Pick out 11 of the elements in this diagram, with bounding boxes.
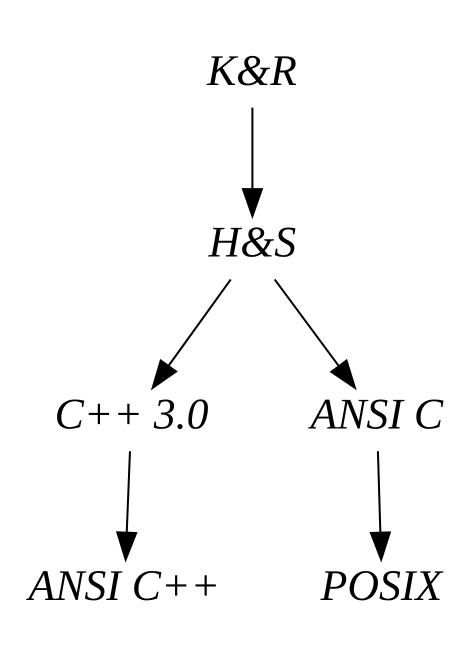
- node-text: C++ 3.0: [54, 390, 208, 438]
- arrow: [150, 278, 232, 390]
- arrow: [274, 278, 357, 390]
- arrow: [242, 108, 264, 220]
- node-text: H&S: [208, 218, 296, 267]
- node-text: K&R: [206, 46, 297, 95]
- arrow: [116, 451, 138, 563]
- node-text: ANSI C++: [28, 562, 220, 610]
- arrow: [369, 451, 392, 563]
- node-text: ANSI C: [310, 390, 444, 438]
- node-text: POSIX: [320, 562, 442, 610]
